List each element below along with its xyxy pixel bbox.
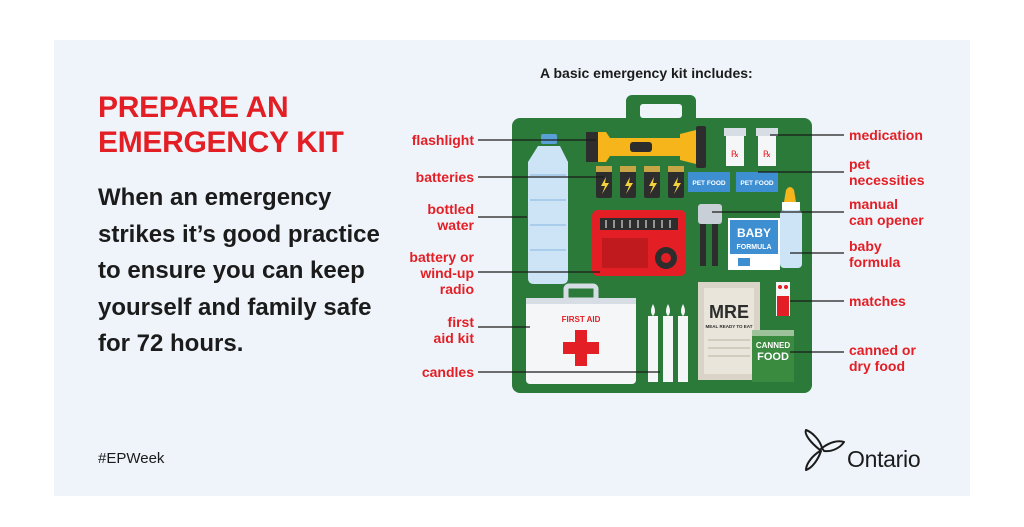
baby-formula-text: FORMULA (737, 244, 772, 251)
canned-food-text: FOOD (757, 351, 789, 363)
water-bottle-icon (528, 134, 568, 284)
canned-food-text: CANNED (756, 341, 790, 350)
label-candles: candles (421, 364, 474, 380)
candles-icon (648, 304, 688, 382)
label-pet-necessities: pet necessities (849, 156, 925, 188)
label-canned-food: canned or dry food (849, 342, 916, 374)
headline: PREPARE AN EMERGENCY KIT (98, 91, 344, 159)
first-aid-text: FIRST AID (562, 315, 601, 324)
pet-food-label: PET FOOD (740, 180, 774, 187)
batteries-icon (596, 166, 684, 198)
radio-icon (592, 210, 686, 276)
can-opener-icon (698, 204, 722, 266)
flashlight-icon (586, 126, 706, 168)
medication-icon: ℞ ℞ (724, 128, 778, 166)
svg-text:℞: ℞ (731, 149, 739, 159)
body-text: When an emergency strikes it’s good prac… (98, 184, 380, 357)
pet-food-icon: PET FOOD PET FOOD (688, 172, 778, 192)
mre-subtext: MEAL READY TO EAT (706, 324, 753, 329)
label-radio: battery or wind-up radio (409, 249, 474, 297)
matches-icon (776, 282, 790, 316)
svg-text:℞: ℞ (763, 149, 771, 159)
mre-icon: MRE MEAL READY TO EAT (698, 282, 760, 380)
first-aid-kit-icon: FIRST AID (526, 283, 636, 384)
hashtag: #EPWeek (98, 450, 165, 467)
canned-food-icon: CANNED FOOD (752, 330, 794, 382)
label-flashlight: flashlight (411, 132, 474, 148)
left-connector-lines (478, 139, 660, 373)
pet-food-label: PET FOOD (692, 180, 726, 187)
label-bottled-water: bottled water (427, 201, 474, 233)
mre-text: MRE (709, 302, 749, 322)
kit-heading: A basic emergency kit includes: (540, 65, 753, 81)
label-batteries: batteries (415, 169, 474, 185)
ontario-wordmark: Ontario (847, 446, 921, 472)
baby-formula-text: BABY (737, 226, 771, 240)
label-medication: medication (849, 127, 923, 143)
label-baby-formula: baby formula (849, 238, 901, 270)
right-connector-lines (712, 134, 844, 353)
label-can-opener: manual can opener (849, 196, 924, 228)
baby-formula-icon: BABY FORMULA (728, 218, 780, 270)
trillium-icon (804, 429, 845, 471)
label-matches: matches (849, 293, 906, 309)
ontario-trillium-logo (804, 429, 845, 471)
label-first-aid-kit: first aid kit (433, 314, 474, 346)
